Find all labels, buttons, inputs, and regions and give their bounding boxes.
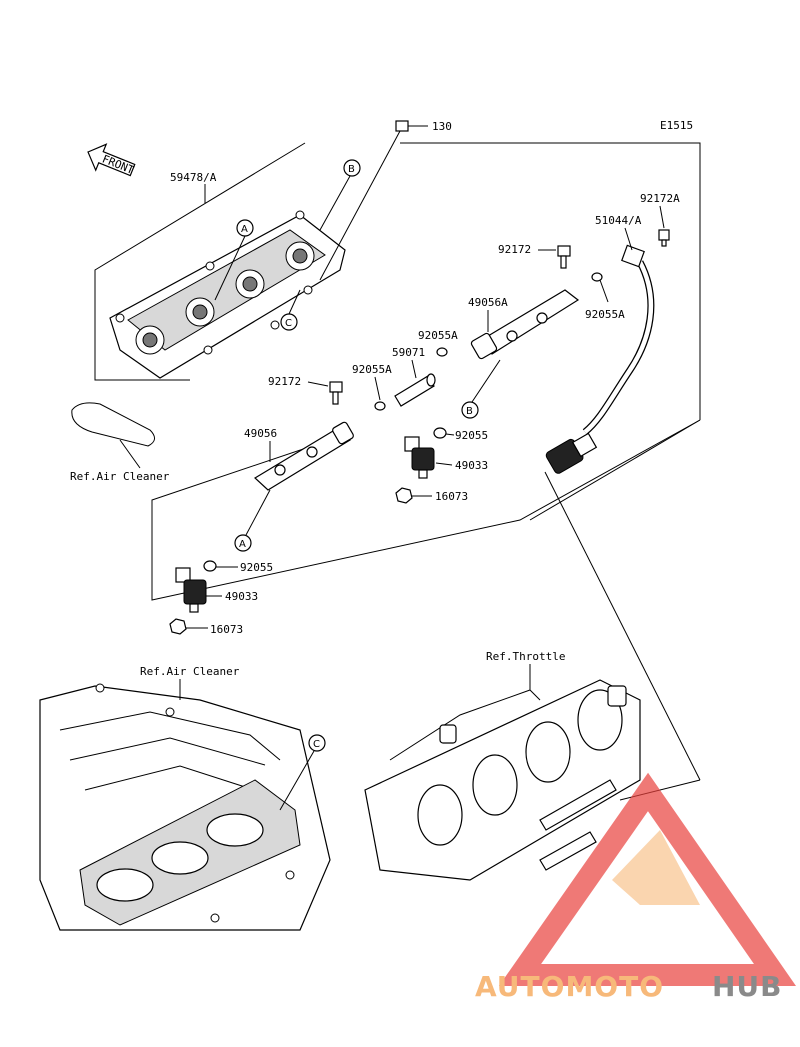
label-49033-right: 49033 (455, 459, 488, 472)
leader-hose-throttle (544, 471, 701, 781)
label-92055a-lower: 92055A (352, 363, 392, 376)
watermark-logo: AUTOMOTO HUB (475, 772, 797, 1003)
injector-49033-left (175, 567, 207, 613)
nut-16073-right (395, 487, 413, 504)
oring-92055a-right (591, 272, 603, 282)
label-49056: 49056 (244, 427, 277, 440)
delivery-pipe-49056a (470, 289, 580, 360)
ref-air-cleaner-upper: Ref.Air Cleaner (70, 470, 170, 483)
oring-92055-left (203, 560, 217, 572)
callout-letter: B (348, 164, 355, 175)
ref-throttle: Ref.Throttle (486, 650, 565, 663)
fuel-hose (545, 244, 655, 474)
oring-92055a-lower (374, 401, 386, 411)
gasket-outline (71, 402, 155, 447)
label-59478a: 59478/A (170, 171, 217, 184)
label-92172-top: 92172 (498, 243, 531, 256)
label-16073-left: 16073 (210, 623, 243, 636)
engine-cover (109, 210, 346, 379)
label-49033-left: 49033 (225, 590, 258, 603)
label-92172-left: 92172 (268, 375, 301, 388)
callout-a-top: A (214, 219, 254, 301)
callout-letter: B (466, 406, 473, 417)
bolt-92172a (658, 229, 670, 247)
label-92055a-right: 92055A (585, 308, 625, 321)
front-arrow-icon: FRONT (87, 143, 136, 177)
callout-b-top: B (319, 159, 361, 231)
callout-letter: A (241, 224, 248, 235)
label-130: 130 (432, 120, 452, 133)
label-92055a-upper: 92055A (418, 329, 458, 342)
callout-c-lower: C (279, 734, 326, 811)
label-59071: 59071 (392, 346, 425, 359)
label-51044a: 51044/A (595, 214, 642, 227)
bolt-92172-left (329, 381, 343, 405)
bolt-130 (319, 120, 428, 281)
group-outlines (94, 142, 701, 601)
air-cleaner-housing (39, 683, 331, 931)
watermark-text-part2: HUB (712, 970, 783, 1003)
callout-a-mid: A (234, 489, 271, 552)
injector-49033-right (404, 436, 435, 479)
oring-92055a-upper (436, 347, 448, 357)
label-92172a: 92172A (640, 192, 680, 205)
ref-air-cleaner-lower: Ref.Air Cleaner (140, 665, 240, 678)
label-16073-right: 16073 (435, 490, 468, 503)
throttle-body (364, 679, 641, 881)
watermark-text-part1: AUTOMOTO (475, 970, 664, 1003)
callout-letter: C (285, 318, 292, 329)
delivery-pipe-49056 (254, 421, 354, 491)
callout-letter: A (239, 539, 246, 550)
callout-b-mid: B (461, 359, 501, 419)
label-92055-left: 92055 (240, 561, 273, 574)
callout-c-top: C (280, 289, 301, 331)
bolt-92172-top (557, 245, 571, 269)
label-49056a: 49056A (468, 296, 508, 309)
diagram-code: E1515 (660, 119, 693, 132)
joint-pipe-59071 (394, 373, 436, 407)
front-label: FRONT (100, 152, 136, 177)
nut-16073-left (169, 618, 187, 635)
label-92055-right: 92055 (455, 429, 488, 442)
callout-letter: C (313, 739, 320, 750)
oring-92055-right (433, 427, 447, 439)
